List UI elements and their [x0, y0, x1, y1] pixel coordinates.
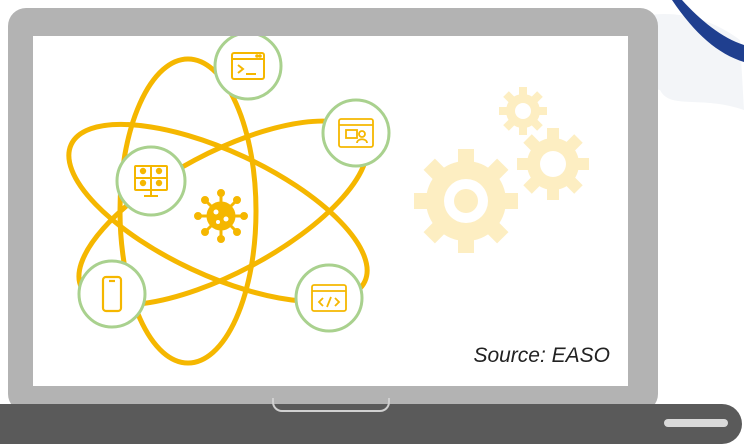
virus-icon [194, 189, 248, 243]
blue-arc-shape [672, 0, 744, 62]
gears-icon [414, 87, 589, 253]
smartphone-icon [101, 275, 123, 313]
laptop-base-notch [272, 398, 390, 412]
laptop-screen: Source: EASO [33, 36, 628, 386]
node-video-conference [115, 145, 187, 217]
orbit-diagonal-a [66, 121, 370, 305]
atom-illustration [66, 36, 589, 366]
code-window-icon [311, 284, 347, 312]
node-terminal [213, 36, 283, 101]
node-chat [321, 98, 391, 168]
laptop-base-slot [664, 419, 728, 427]
video-conference-icon [134, 165, 168, 197]
node-code [294, 263, 364, 333]
chat-window-icon [338, 118, 374, 148]
source-caption: Source: EASO [473, 344, 610, 367]
terminal-window-icon [231, 52, 265, 80]
node-smartphone [77, 259, 147, 329]
